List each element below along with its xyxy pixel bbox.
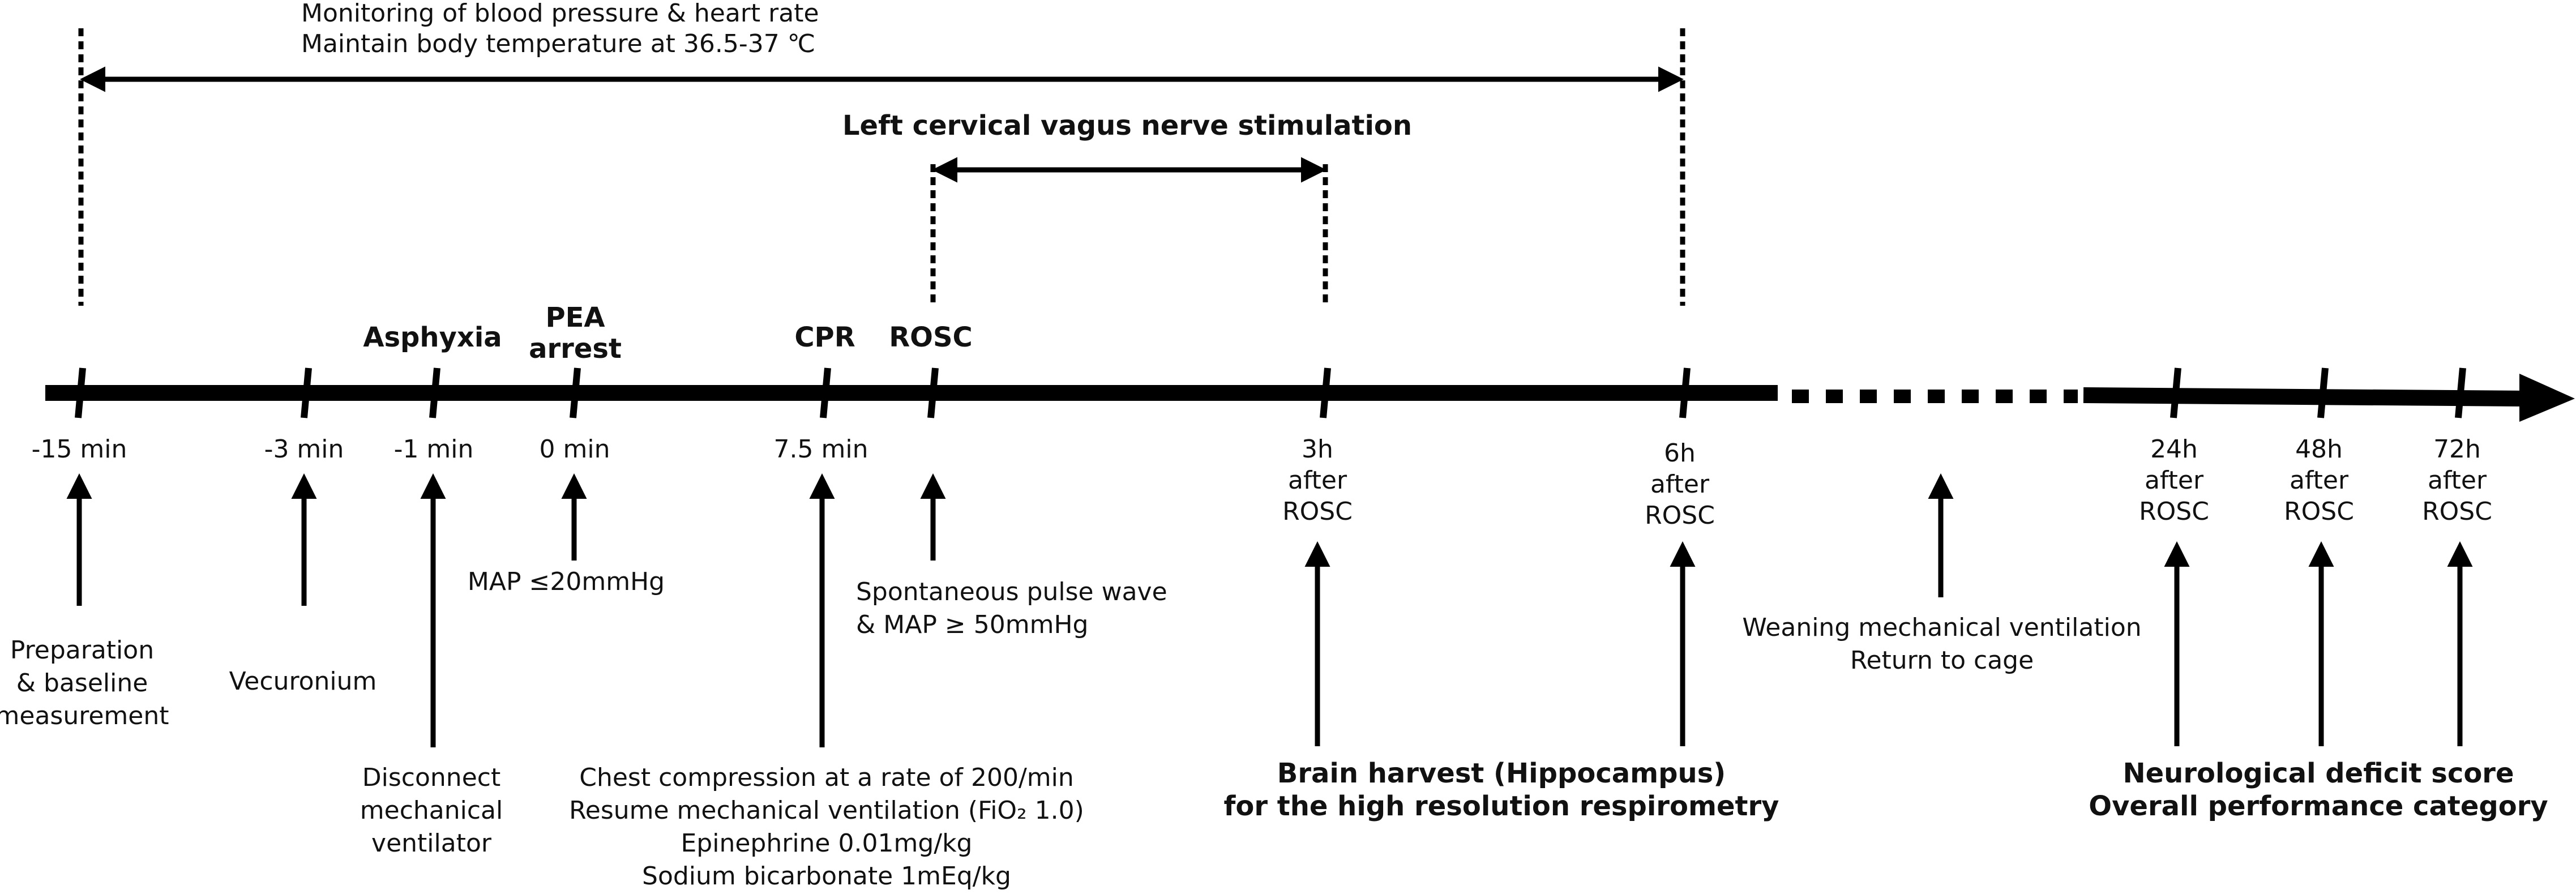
time-6h-line3: ROSC [1645, 501, 1715, 530]
time-24h: 24h after ROSC [2139, 435, 2209, 526]
annotation-preparation: Preparation & baseline measurement [0, 636, 169, 730]
disconnect-line1: Disconnect [362, 763, 500, 792]
neuro-line2: Overall performance category [2089, 790, 2548, 822]
cpr-step-1: Chest compression at a rate of 200/min [579, 763, 1074, 792]
preparation-line3: measurement [0, 701, 169, 730]
annotation-vecuronium: Vecuronium [229, 667, 377, 696]
timeline-arrowhead [2519, 374, 2575, 422]
disconnect-line3: ventilator [371, 829, 492, 858]
event-asphyxia: Asphyxia [363, 322, 502, 353]
time-6h-line1: 6h [1664, 439, 1696, 468]
time-3h-line1: 3h [1302, 435, 1333, 464]
timeline-axis-end [2083, 387, 2526, 407]
annotation-brain-harvest: Brain harvest (Hippocampus) for the high… [1224, 758, 1779, 822]
tick-0 [570, 367, 581, 418]
event-pea-line1: PEA [545, 302, 605, 333]
tick-rosc [927, 367, 939, 418]
time-72h: 72h after ROSC [2422, 435, 2492, 526]
annotation-spontaneous: Spontaneous pulse wave & MAP ≥ 50mmHg [856, 578, 1167, 639]
weaning-line1: Weaning mechanical ventilation [1742, 613, 2141, 642]
vns-title: Left cervical vagus nerve stimulation [842, 110, 1412, 142]
spontaneous-line1: Spontaneous pulse wave [856, 578, 1167, 606]
tick-minus3 [301, 367, 312, 418]
event-cpr: CPR [794, 322, 855, 353]
tick-minus1 [429, 367, 440, 418]
preparation-line2: & baseline [16, 669, 148, 698]
time-3h-line3: ROSC [1282, 497, 1353, 526]
brain-harvest-line1: Brain harvest (Hippocampus) [1277, 758, 1726, 789]
monitoring-line2: Maintain body temperature at 36.5-37 ℃ [301, 29, 815, 58]
time-24h-line1: 24h [2150, 435, 2198, 464]
tick-72h [2455, 367, 2466, 418]
time-72h-line3: ROSC [2422, 497, 2492, 526]
time-48h-line1: 48h [2295, 435, 2343, 464]
weaning-line2: Return to cage [1850, 646, 2034, 675]
annotation-weaning: Weaning mechanical ventilation Return to… [1742, 613, 2141, 675]
time-48h: 48h after ROSC [2284, 435, 2354, 526]
cpr-step-3: Epinephrine 0.01mg/kg [681, 829, 973, 858]
timeline-ticks [75, 367, 2466, 418]
neuro-line1: Neurological deficit score [2123, 758, 2514, 789]
tick-minus15 [75, 367, 86, 418]
time-minus3: -3 min [264, 435, 344, 464]
time-72h-line2: after [2428, 466, 2487, 495]
time-minus1: -1 min [394, 435, 474, 464]
event-pea-line2: arrest [529, 333, 622, 365]
time-minus15: -15 min [32, 435, 127, 464]
time-24h-line3: ROSC [2139, 497, 2209, 526]
time-48h-line3: ROSC [2284, 497, 2354, 526]
brain-harvest-line2: for the high resolution respirometry [1224, 790, 1779, 822]
time-0: 0 min [540, 435, 610, 464]
annotation-neuro: Neurological deficit score Overall perfo… [2089, 758, 2548, 822]
time-6h-line2: after [1650, 470, 1710, 499]
time-3h: 3h after ROSC [1282, 435, 1353, 526]
cpr-step-2: Resume mechanical ventilation (FiO₂ 1.0) [569, 796, 1084, 825]
tick-6h [1679, 367, 1691, 418]
time-3h-line2: after [1288, 466, 1347, 495]
tick-7-5 [820, 367, 831, 418]
time-6h: 6h after ROSC [1645, 439, 1715, 530]
annotation-map20: MAP ≤20mmHg [468, 567, 665, 596]
disconnect-line2: mechanical [360, 796, 503, 825]
preparation-line1: Preparation [10, 636, 154, 665]
time-7-5: 7.5 min [774, 435, 868, 464]
time-72h-line1: 72h [2433, 435, 2481, 464]
tick-48h [2317, 367, 2329, 418]
time-24h-line2: after [2145, 466, 2204, 495]
spontaneous-line2: & MAP ≥ 50mmHg [856, 610, 1088, 639]
annotation-disconnect: Disconnect mechanical ventilator [360, 763, 503, 858]
monitoring-line1: Monitoring of blood pressure & heart rat… [301, 0, 819, 28]
event-rosc: ROSC [889, 322, 973, 353]
tick-24h [2170, 367, 2181, 418]
tick-3h [1320, 367, 1331, 418]
annotation-cpr-steps: Chest compression at a rate of 200/min R… [569, 763, 1084, 891]
cpr-step-4: Sodium bicarbonate 1mEq/kg [642, 862, 1011, 891]
time-48h-line2: after [2290, 466, 2349, 495]
